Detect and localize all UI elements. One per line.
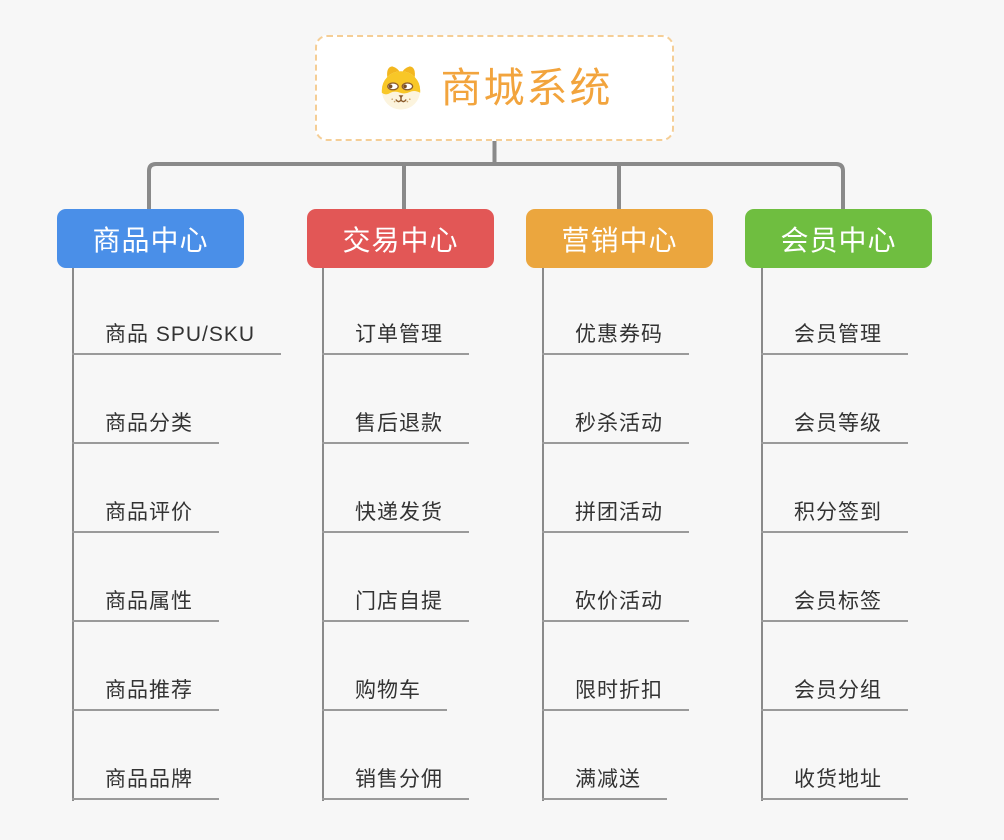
leaf-node[interactable]: 购物车 xyxy=(322,622,447,711)
branch-node-trade-center[interactable]: 交易中心 xyxy=(307,209,494,268)
root-node[interactable]: 商城系统 xyxy=(315,35,674,141)
branch-label: 会员中心 xyxy=(780,224,897,256)
leaf-node[interactable]: 商品属性 xyxy=(72,533,219,622)
branch-node-member-center[interactable]: 会员中心 xyxy=(745,209,932,268)
leaf-node[interactable]: 积分签到 xyxy=(761,444,908,533)
root-title: 商城系统 xyxy=(440,64,613,111)
leaf-node[interactable]: 订单管理 xyxy=(322,266,469,355)
leaf-label: 积分签到 xyxy=(761,500,908,533)
leaf-node[interactable]: 商品推荐 xyxy=(72,622,219,711)
branch-children-product-center: 商品 SPU/SKU 商品分类 商品评价 商品属性 商品推荐 商品品牌 xyxy=(72,266,282,800)
leaf-node[interactable]: 商品分类 xyxy=(72,355,219,444)
leaf-node[interactable]: 快递发货 xyxy=(322,444,469,533)
rail-line xyxy=(147,162,845,211)
leaf-node[interactable]: 商品 SPU/SKU xyxy=(72,266,282,355)
leaf-label: 拼团活动 xyxy=(542,500,689,533)
leaf-label: 商品品牌 xyxy=(72,767,219,800)
leaf-node[interactable]: 商品品牌 xyxy=(72,711,219,800)
leaf-label: 会员标签 xyxy=(761,589,908,622)
branch-label: 商品中心 xyxy=(92,224,209,256)
branch-children-member-center: 会员管理 会员等级 积分签到 会员标签 会员分组 收货地址 xyxy=(761,266,908,800)
leaf-node[interactable]: 会员等级 xyxy=(761,355,908,444)
leaf-node[interactable]: 收货地址 xyxy=(761,711,908,800)
branch-label: 交易中心 xyxy=(342,224,459,256)
leaf-label: 商品 SPU/SKU xyxy=(72,322,282,355)
leaf-label: 售后退款 xyxy=(322,411,469,444)
leaf-label: 收货地址 xyxy=(761,767,908,800)
leaf-node[interactable]: 销售分佣 xyxy=(322,711,469,800)
leaf-node[interactable]: 售后退款 xyxy=(322,355,469,444)
leaf-label: 满减送 xyxy=(542,767,667,800)
leaf-label: 优惠券码 xyxy=(542,322,689,355)
leaf-node[interactable]: 会员分组 xyxy=(761,622,908,711)
leaf-node[interactable]: 限时折扣 xyxy=(542,622,689,711)
leaf-label: 限时折扣 xyxy=(542,678,689,711)
branch-node-product-center[interactable]: 商品中心 xyxy=(57,209,244,268)
branch-children-marketing-center: 优惠券码 秒杀活动 拼团活动 砍价活动 限时折扣 满减送 xyxy=(542,266,689,800)
leaf-node[interactable]: 优惠券码 xyxy=(542,266,689,355)
leaf-node[interactable]: 秒杀活动 xyxy=(542,355,689,444)
leaf-label: 会员分组 xyxy=(761,678,908,711)
leaf-node[interactable]: 满减送 xyxy=(542,711,667,800)
leaf-label: 商品评价 xyxy=(72,500,219,533)
leaf-label: 门店自提 xyxy=(322,589,469,622)
branch-node-marketing-center[interactable]: 营销中心 xyxy=(526,209,713,268)
leaf-label: 商品属性 xyxy=(72,589,219,622)
branch-children-trade-center: 订单管理 售后退款 快递发货 门店自提 购物车 销售分佣 xyxy=(322,266,469,800)
leaf-label: 快递发货 xyxy=(322,500,469,533)
leaf-node[interactable]: 砍价活动 xyxy=(542,533,689,622)
leaf-node[interactable]: 会员管理 xyxy=(761,266,908,355)
leaf-node[interactable]: 门店自提 xyxy=(322,533,469,622)
leaf-label: 砍价活动 xyxy=(542,589,689,622)
leaf-label: 购物车 xyxy=(322,678,447,711)
leaf-label: 会员管理 xyxy=(761,322,908,355)
leaf-node[interactable]: 商品评价 xyxy=(72,444,219,533)
leaf-node[interactable]: 会员标签 xyxy=(761,533,908,622)
leaf-label: 订单管理 xyxy=(322,322,469,355)
leaf-label: 商品推荐 xyxy=(72,678,219,711)
leaf-label: 商品分类 xyxy=(72,411,219,444)
leaf-node[interactable]: 拼团活动 xyxy=(542,444,689,533)
branch-label: 营销中心 xyxy=(561,224,678,256)
dog-face-icon xyxy=(381,66,420,110)
leaf-label: 秒杀活动 xyxy=(542,411,689,444)
leaf-label: 销售分佣 xyxy=(322,767,469,800)
leaf-label: 会员等级 xyxy=(761,411,908,444)
